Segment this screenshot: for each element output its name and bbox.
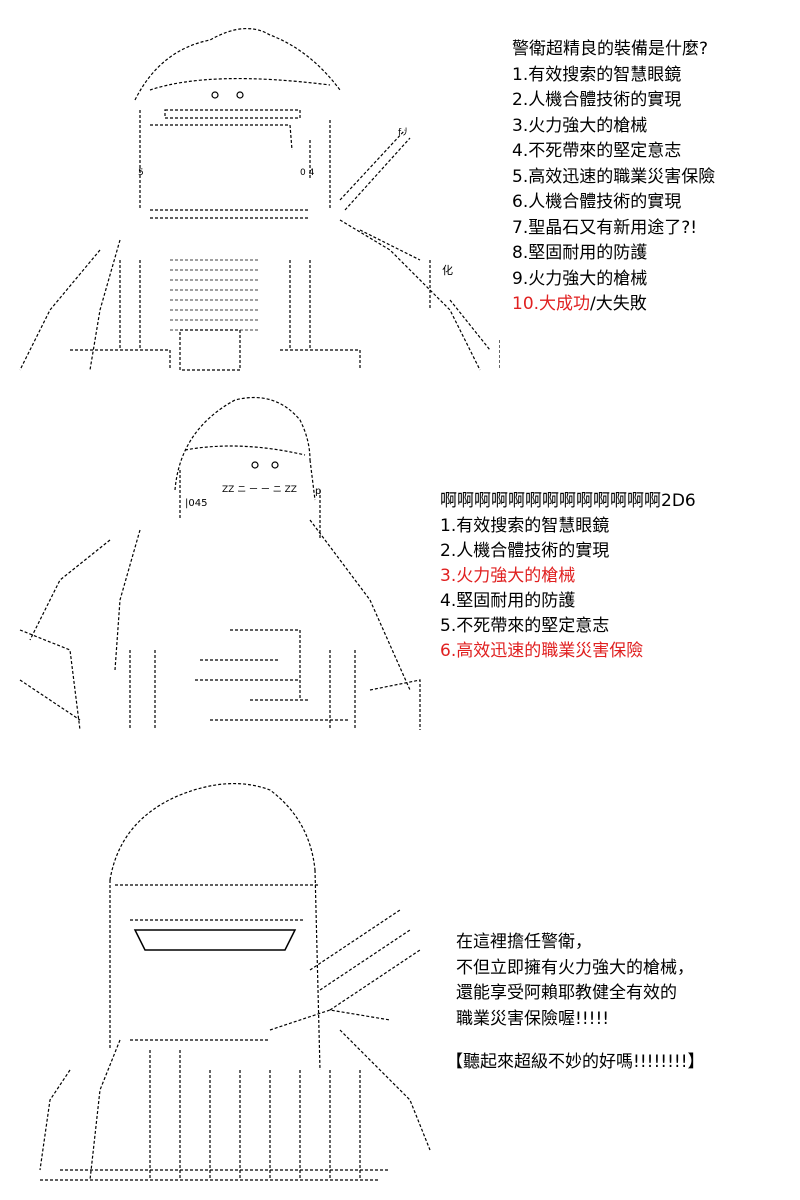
- guard-ascii-art-1: 5 0 4 f丿 化: [10, 10, 500, 380]
- list-item-rest: /大失敗: [590, 294, 647, 314]
- text-line: 在這裡擔任警衛，: [456, 932, 592, 952]
- text-line: 還能享受阿賴耶教健全有效的: [456, 983, 677, 1003]
- gun-mark-label: f丿: [398, 128, 411, 138]
- list-item-highlight: 3.火力強大的槍械: [440, 566, 576, 586]
- text-line: 不但立即擁有火力強大的槍械，: [456, 957, 694, 978]
- list-item: 6.人機合體技術的實現: [512, 192, 682, 212]
- panel-3: 在這裡擔任警衛， 不但立即擁有火力強大的槍械， 還能享受阿賴耶教健全有效的 職業…: [0, 760, 800, 1190]
- side-label: p: [315, 486, 322, 497]
- equipment-list: 警衛超精良的裝備是什麼? 1.有效搜索的智慧眼鏡 2.人機合體技術的實現 3.火…: [512, 37, 715, 318]
- highlight-text: 10.大成功: [512, 294, 591, 314]
- list-item: 2.人機合體技術的實現: [512, 90, 682, 110]
- panel-2: |045 ZZ ニ ー ー ニ ZZ p 啊啊啊啊啊啊啊啊啊啊啊啊啊2D6 1.…: [0, 390, 800, 750]
- roll-heading: 啊啊啊啊啊啊啊啊啊啊啊啊啊2D6: [440, 491, 696, 511]
- art-kanji-label: 化: [442, 264, 453, 277]
- list-item: 5.不死帶來的堅定意志: [440, 616, 610, 636]
- equipment-question: 警衛超精良的裝備是什麼?: [512, 39, 709, 59]
- helmet-label-left: 5: [138, 168, 144, 178]
- list-item: 2.人機合體技術的實現: [440, 541, 610, 561]
- panel-1: 5 0 4 f丿 化 警衛超精良的裝備是什麼? 1.有效搜索的智慧眼鏡 2.人機…: [0, 0, 800, 390]
- list-item: 1.有效搜索的智慧眼鏡: [440, 516, 610, 536]
- list-item: 5.高效迅速的職業災害保險: [512, 166, 716, 187]
- list-item: 4.不死帶來的堅定意志: [512, 141, 682, 161]
- list-item: 7.聖晶石又有新用途了?!: [512, 217, 698, 238]
- visor-label: ZZ ニ ー ー ニ ZZ: [222, 485, 297, 495]
- guard-ascii-art-3: [30, 770, 440, 1190]
- list-item: 9.火力強大的槍械: [512, 268, 648, 289]
- list-item-highlight: 6.高效迅速的職業災害保險: [440, 641, 644, 661]
- text-line: 職業災害保險喔!!!!!: [456, 1008, 610, 1029]
- list-item: 3.火力強大的槍械: [512, 115, 648, 136]
- recruitment-text: 在這裡擔任警衛， 不但立即擁有火力強大的槍械， 還能享受阿賴耶教健全有效的 職業…: [456, 930, 694, 1032]
- list-item: 8.堅固耐用的防護: [512, 243, 648, 263]
- helmet-label-right: 0 4: [300, 168, 315, 178]
- guard-ascii-art-2: |045 ZZ ニ ー ー ニ ZZ p: [10, 390, 430, 740]
- dice-roll-list: 啊啊啊啊啊啊啊啊啊啊啊啊啊2D6 1.有效搜索的智慧眼鏡 2.人機合體技術的實現…: [440, 489, 696, 664]
- list-item: 4.堅固耐用的防護: [440, 591, 576, 611]
- list-item: 1.有效搜索的智慧眼鏡: [512, 64, 682, 85]
- retort-text: 【聽起來超級不妙的好嗎!!!!!!!!】: [446, 1052, 705, 1072]
- visor-code-label: |045: [185, 498, 208, 509]
- list-item-last: 10.大成功/大失敗: [512, 292, 715, 318]
